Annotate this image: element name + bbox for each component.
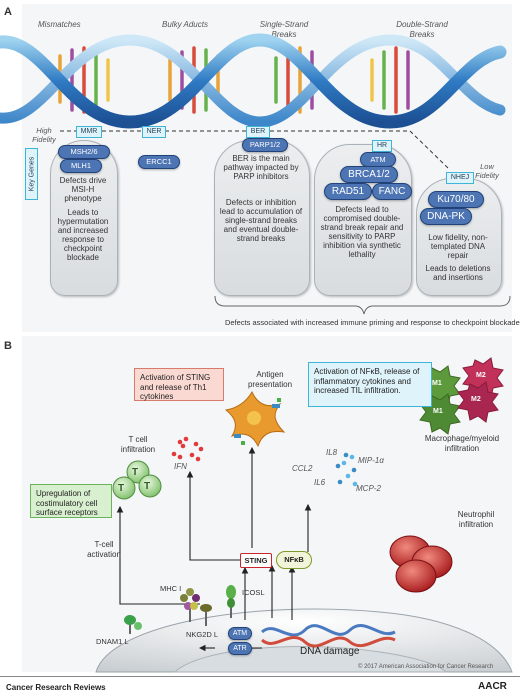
ifn-label: IFN	[174, 462, 187, 471]
m1-label-2: M1	[433, 408, 443, 415]
damaged-dna-strand-1	[260, 624, 396, 637]
copyright: © 2017 American Association for Cancer R…	[358, 664, 494, 670]
t-cell-letter-2: T	[118, 483, 125, 494]
high-fidelity-label: High Fidelity	[32, 126, 56, 144]
ccl2-label: CCL2	[292, 464, 313, 473]
key-genes-tag: Key Genes	[25, 148, 38, 200]
footer-journal: Cancer Research Reviews	[6, 683, 106, 692]
neutrophil-label: Neutrophil infiltration	[457, 510, 495, 529]
m2-label-1: M2	[476, 372, 486, 379]
ber-desc-1: BER is the main pathway impacted by PARP…	[223, 154, 299, 181]
antigen-presentation-label: Antigen presentation	[247, 370, 293, 389]
category-mismatches: Mismatches	[38, 20, 81, 29]
gene-rad51: RAD51	[324, 183, 372, 200]
cytokine-particles	[335, 452, 358, 487]
nfkb-activation-box: Activation of NFκB, release of inflammat…	[308, 362, 432, 407]
t-cell-letter-1: T	[132, 467, 139, 478]
dnam1-receptor	[124, 615, 142, 634]
il6-label: IL6	[314, 478, 326, 487]
dna-strand-front	[0, 33, 507, 129]
gene-mlh1: MLH1	[60, 159, 102, 173]
ber-pill	[214, 140, 310, 296]
mmr-desc-2: Leads to hypermutation and increased res…	[57, 208, 109, 262]
nhej-desc-1: Low fidelity, non-templated DNA repair	[428, 233, 488, 260]
gene-ku7080: Ku70/80	[428, 191, 484, 208]
neutrophil-cluster	[389, 535, 453, 593]
t-cell-activation-label: T-cell activation	[87, 540, 121, 559]
atm-node: ATM	[228, 627, 252, 640]
sting-activation-box: Activation of STING and release of Th1 c…	[134, 368, 224, 401]
gene-dnapk: DNA-PK	[420, 208, 472, 225]
ber-desc-2: Defects or inhibition lead to accumulati…	[219, 198, 303, 243]
nhej-tag: NHEJ	[446, 172, 474, 184]
ifn-particles	[171, 436, 204, 462]
mhc-label: MHC I	[160, 584, 182, 593]
ner-tag: NER	[142, 126, 166, 138]
m2-label-2: M2	[471, 396, 481, 403]
t-cell-letter-3: T	[144, 481, 151, 492]
nkg2d-label: NKG2D L	[186, 630, 219, 639]
fidelity-dashed-line	[60, 130, 449, 169]
category-single-strand: Single-Strand Breaks	[259, 20, 309, 39]
nhej-desc-2: Leads to deletions and insertions	[425, 264, 491, 282]
panel-a-label: A	[4, 6, 12, 18]
mhc-receptor	[180, 588, 200, 622]
il8-label: IL8	[326, 448, 338, 457]
icosl-label: ICOSL	[242, 588, 265, 597]
antigen-presenting-cell	[224, 390, 286, 448]
panel-a-footer: Defects associated with increased immune…	[225, 318, 520, 327]
damaged-dna-strand-2	[260, 635, 396, 648]
nfkb-node: NFκB	[276, 551, 312, 569]
hr-tag: HR	[372, 140, 392, 152]
ber-tag: BER	[246, 126, 270, 138]
footer-brace	[214, 295, 511, 315]
low-fidelity-label: Low Fidelity	[475, 162, 499, 180]
mcp2-label: MCP-2	[356, 484, 381, 493]
dna-strand-back	[0, 34, 506, 128]
mmr-tag: MMR	[76, 126, 102, 138]
gene-fanc: FANC	[372, 183, 412, 200]
gene-msh26: MSH2/6	[58, 145, 110, 159]
t-cell-cluster	[112, 460, 162, 500]
dna-damage-label: DNA damage	[300, 646, 360, 657]
sting-node: STING	[240, 553, 272, 568]
upregulation-box: Upregulation of costimulatory cell surfa…	[30, 484, 112, 518]
category-double-strand: Double-Strand Breaks	[396, 20, 448, 39]
hr-desc-1: Defects lead to compromised double-stran…	[320, 205, 404, 259]
footer-bar: Cancer Research Reviews AACR	[0, 676, 520, 698]
macrophage-label: Macrophage/myeloid infiltration	[424, 434, 500, 453]
dnam1-label: DNAM1 L	[96, 637, 129, 646]
gene-parp12: PARP1/2	[242, 138, 288, 152]
footer-aacr-logo: AACR	[478, 681, 507, 692]
category-bulky-aducts: Bulky Aducts	[162, 20, 208, 29]
gene-ercc1: ERCC1	[138, 155, 180, 169]
atr-node: ATR	[228, 642, 252, 655]
panel-b-label: B	[4, 340, 12, 352]
icosl-receptor	[226, 585, 236, 618]
t-cell-infiltration-label: T cell infiltration	[120, 435, 156, 454]
macrophage-cluster	[419, 357, 504, 435]
nkg2d-receptor	[200, 604, 212, 626]
m1-label-1: M1	[432, 380, 442, 387]
gene-brca12: BRCA1/2	[340, 166, 398, 183]
mip-label: MIP-1α	[358, 456, 384, 465]
mmr-desc-1: Defects drive MSI-H phenotype	[59, 176, 107, 203]
